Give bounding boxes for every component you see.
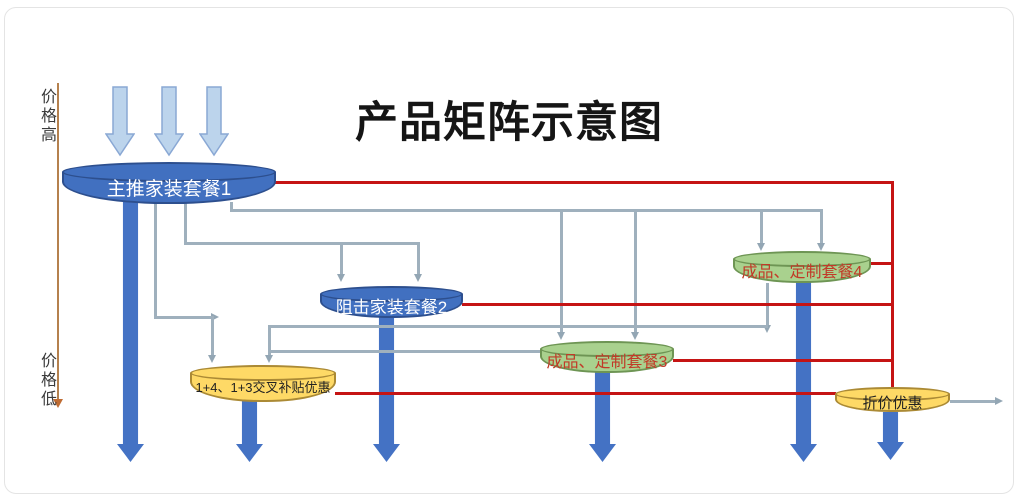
node-finished-custom-package-4: 成品、定制套餐4 xyxy=(733,251,871,283)
link-p1-p4-drop xyxy=(760,209,763,244)
link-p1-subsidy xyxy=(154,316,212,319)
input-arrow-icon xyxy=(154,86,184,157)
arrowhead-into-subsidy-icon xyxy=(265,355,273,363)
red-link-p3 xyxy=(673,359,892,362)
node-cross-subsidy-offer: 1+4、1+3交叉补贴优惠 xyxy=(190,365,336,402)
diagram-title: 产品矩阵示意图 xyxy=(355,99,663,147)
down-flow-arrow-icon xyxy=(373,316,400,462)
node-blocking-package-2: 阻击家装套餐2 xyxy=(320,286,463,318)
link-p4-subsidy-drop xyxy=(268,325,271,356)
link-p1-p4 xyxy=(230,209,823,212)
arrowhead-into-p4-icon xyxy=(757,243,765,251)
arrowhead-into-p3-icon xyxy=(631,332,639,340)
down-flow-arrow-icon xyxy=(790,281,817,462)
input-arrow-icon xyxy=(105,86,135,157)
arrowhead-elbow-icon xyxy=(211,313,219,321)
arrowhead-right-icon xyxy=(995,397,1003,405)
node-label: 1+4、1+3交叉补贴优惠 xyxy=(195,380,331,395)
node-label: 阻击家装套餐2 xyxy=(335,297,448,317)
price-axis-line xyxy=(57,83,59,401)
node-main-package-1: 主推家装套餐1 xyxy=(62,162,276,204)
down-flow-arrow-icon xyxy=(877,412,904,460)
arrowhead-into-p4-icon xyxy=(817,243,825,251)
price-high-label: 价格高 xyxy=(38,88,55,145)
node-label: 成品、定制套餐4 xyxy=(741,264,863,281)
node-discount-offer: 折价优惠 xyxy=(835,387,950,412)
link-p1-p3-drop xyxy=(560,209,563,333)
link-p1-p2-drop xyxy=(340,242,343,275)
down-flow-arrow-icon xyxy=(236,400,263,462)
node-finished-custom-package-3: 成品、定制套餐3 xyxy=(540,341,674,373)
link-p1-p4 xyxy=(230,202,233,210)
red-link-p4 xyxy=(869,262,893,265)
price-axis-arrowhead-icon xyxy=(53,399,63,408)
link-p1-p2 xyxy=(184,242,420,245)
arrowhead-into-p2-icon xyxy=(337,274,345,282)
link-p4-subsidy xyxy=(268,325,768,328)
node-label: 成品、定制套餐3 xyxy=(546,354,668,371)
price-low-label: 价格低 xyxy=(38,352,55,409)
red-link-subsidy xyxy=(335,392,836,395)
link-p1-subsidy-drop xyxy=(211,316,214,356)
link-p1-p2 xyxy=(184,202,187,243)
input-arrow-icon xyxy=(199,86,229,157)
link-p1-p3-drop xyxy=(634,209,637,333)
down-flow-arrow-icon xyxy=(117,200,144,462)
link-p1-p2-drop xyxy=(417,242,420,275)
node-label: 折价优惠 xyxy=(862,394,923,412)
link-p1-subsidy xyxy=(154,202,157,317)
arrowhead-into-p3-icon xyxy=(557,332,565,340)
link-discount-out xyxy=(950,400,996,403)
red-link-p2 xyxy=(462,303,892,306)
down-flow-arrow-icon xyxy=(589,370,616,462)
arrowhead-into-p2-icon xyxy=(414,274,422,282)
link-p1-p4-drop xyxy=(820,209,823,244)
red-link-p1 xyxy=(275,181,894,184)
arrowhead-into-subsidy-icon xyxy=(208,355,216,363)
node-label: 主推家装套餐1 xyxy=(106,178,232,200)
link-p3-subsidy xyxy=(268,350,540,353)
arrowhead-junction-icon xyxy=(763,325,771,333)
red-link-spine xyxy=(891,181,894,389)
